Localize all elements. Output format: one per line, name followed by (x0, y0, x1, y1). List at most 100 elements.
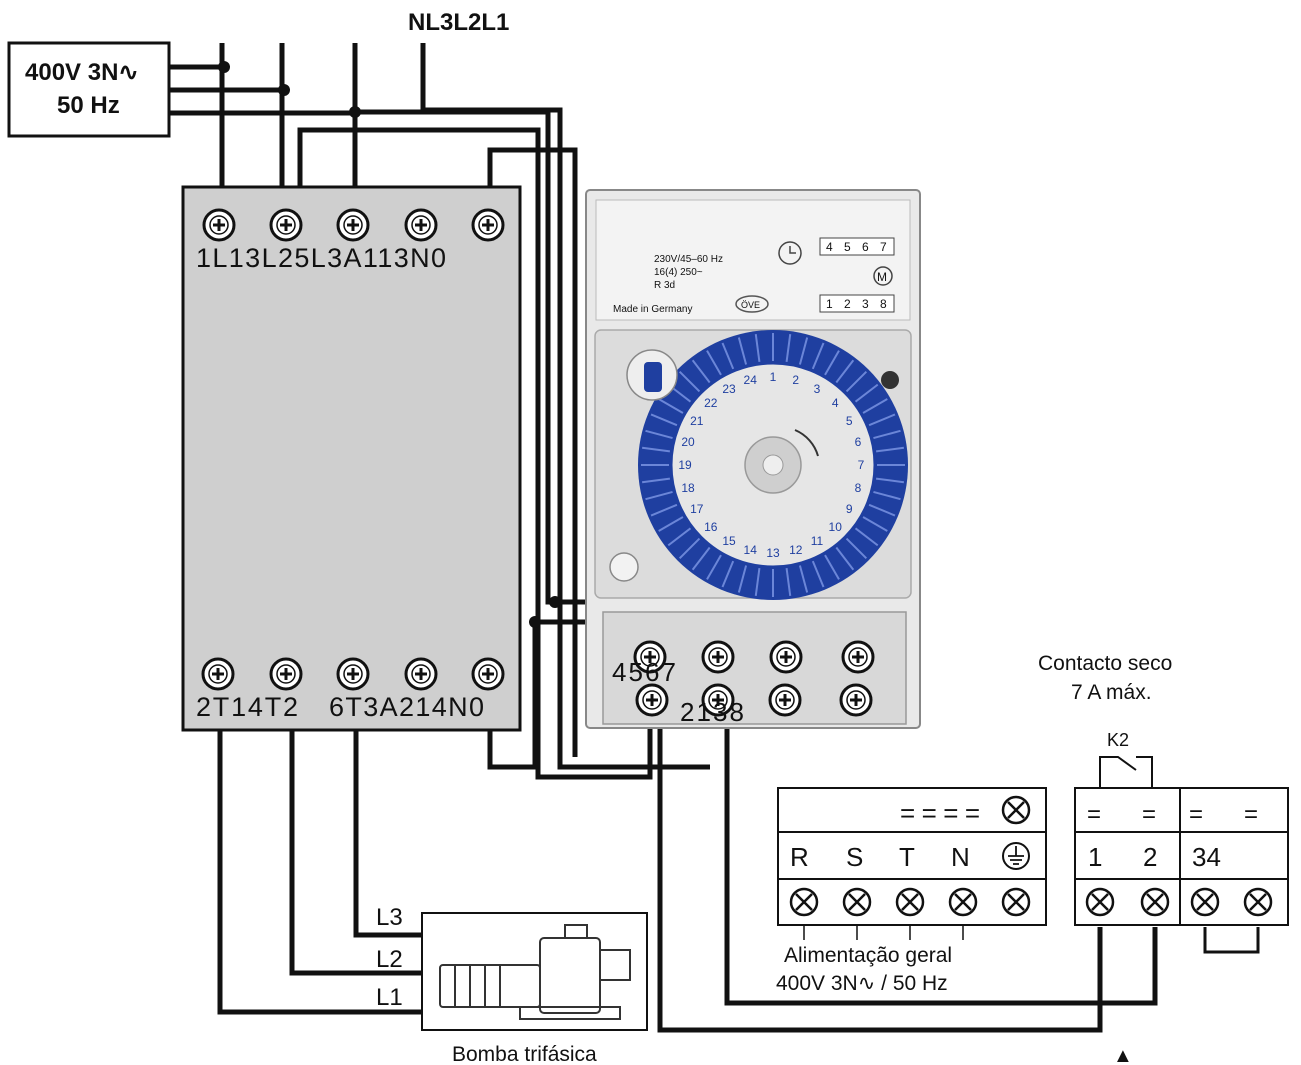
dial-segment[interactable] (706, 350, 722, 376)
dial-segment[interactable] (678, 537, 701, 560)
controller-top-screw (1001, 795, 1031, 825)
dial-number: 6 (855, 435, 862, 449)
dial-segment[interactable] (667, 527, 692, 547)
dial-segment[interactable] (721, 342, 735, 370)
dial-segment[interactable] (650, 413, 678, 427)
dial-segment[interactable] (835, 546, 855, 571)
relay-k2-label: K2 (1107, 730, 1129, 750)
timer-terminal-1 (635, 683, 669, 717)
dial-number: 4 (832, 396, 839, 410)
controller-caption-line1: Alimentação geral (784, 944, 952, 967)
dial-segment[interactable] (645, 429, 673, 440)
dry-contact-block: Contacto seco 7 A máx. K2 = = = = 1 2 34 (1038, 652, 1289, 926)
dial-segment[interactable] (737, 565, 748, 593)
controller-label-t: T (899, 842, 915, 872)
dial-segment[interactable] (785, 333, 792, 363)
screw-3L2 (269, 208, 303, 242)
dial-segment[interactable] (854, 527, 879, 547)
dial-segment[interactable] (862, 516, 888, 532)
dial-segment[interactable] (845, 537, 868, 560)
dial-segment[interactable] (737, 337, 748, 365)
dial-segment[interactable] (798, 337, 809, 365)
dial-segment[interactable] (641, 446, 671, 453)
screw-A2 (404, 657, 438, 691)
motor-icon: M (873, 266, 893, 286)
dial-segment[interactable] (875, 477, 905, 484)
supply-box: 400V 3N∿ 50 Hz (7, 41, 171, 138)
dial-segment[interactable] (721, 560, 735, 588)
controller-screw-r (789, 887, 819, 917)
dial-segment[interactable] (868, 413, 896, 427)
svg-text:3: 3 (862, 297, 869, 311)
dial-number: 1 (770, 370, 777, 384)
dial-segment[interactable] (868, 503, 896, 517)
dry-contact-screw-2 (1140, 887, 1170, 917)
timer-terminal-7 (841, 640, 875, 674)
pump-title: Bomba trifásica (452, 1043, 597, 1065)
dial-segment[interactable] (811, 342, 825, 370)
dial-segment[interactable] (873, 490, 901, 501)
svg-text:2: 2 (844, 297, 851, 311)
dial-segment[interactable] (754, 333, 761, 363)
dial-segment[interactable] (811, 560, 825, 588)
timer-rating-line3: R 3d (654, 280, 675, 291)
dial-segment[interactable] (875, 446, 905, 453)
svg-text:8: 8 (880, 297, 887, 311)
timer-terminal-8 (839, 683, 873, 717)
dry-contact-label-34: 34 (1192, 842, 1221, 872)
contactor-top-terminal-label: 1L13L25L3A113N0 (196, 243, 446, 273)
dial-segment[interactable] (658, 398, 684, 414)
dial-segment[interactable] (845, 370, 868, 393)
contactor: 1L13L25L3A113N0 2T14T2 6T3A214N0 (181, 185, 522, 732)
timer-upper-number-boxes: 4 5 6 7 (819, 237, 895, 256)
dry-contact-screw-3 (1190, 887, 1220, 917)
dial-segment[interactable] (706, 554, 722, 580)
dial-segment[interactable] (862, 398, 888, 414)
dial-segment[interactable] (678, 370, 701, 393)
pump: L3 L2 L1 Bomba trifásica (376, 904, 648, 1065)
screw-14N0 (471, 657, 505, 691)
supply-frequency-label: 50 Hz (57, 92, 120, 119)
controller-screw-s (842, 887, 872, 917)
dry-contact-label-1: 1 (1088, 842, 1102, 872)
dial-segment[interactable] (754, 567, 761, 597)
dial-segment[interactable] (658, 516, 684, 532)
timer-made-in: Made in Germany (613, 304, 692, 315)
dry-contact-label-2: 2 (1143, 842, 1157, 872)
dial-segment[interactable] (835, 359, 855, 384)
controller-label-s: S (846, 842, 863, 872)
dry-contact-title: Contacto seco (1038, 652, 1172, 675)
dial-segments (641, 333, 905, 597)
dry-contact-eq-4: = (1244, 801, 1258, 828)
marker-triangle-icon: ▲ (1113, 1045, 1133, 1065)
timer-switch: 230V/45–60 Hz 16(4) 250~ R 3d Made in Ge… (585, 189, 921, 729)
dial-segment[interactable] (873, 429, 901, 440)
override-switch[interactable] (626, 349, 678, 401)
dial-segment[interactable] (641, 477, 671, 484)
dial-number: 21 (690, 414, 704, 428)
controller-label-n: N (951, 842, 970, 872)
dry-contact-screw-1 (1085, 887, 1115, 917)
clock-symbol-icon (778, 241, 802, 265)
dial-segment[interactable] (691, 546, 711, 571)
svg-text:1: 1 (826, 297, 833, 311)
dial-segment[interactable] (798, 565, 809, 593)
dial-segment[interactable] (824, 350, 840, 376)
dial-segment[interactable] (645, 490, 673, 501)
dial-segment[interactable] (691, 359, 711, 384)
timer-terminal-5 (701, 640, 735, 674)
setting-button[interactable] (609, 552, 639, 582)
earth-icon (1002, 842, 1030, 870)
dial-segment[interactable] (824, 554, 840, 580)
dial-number: 14 (744, 543, 758, 557)
screw-2T1 (201, 657, 235, 691)
dial-number: 7 (858, 458, 865, 472)
controller-label-r: R (790, 842, 809, 872)
reference-pin-icon (881, 371, 899, 389)
dial-segment[interactable] (785, 567, 792, 597)
dial-segment[interactable] (650, 503, 678, 517)
pump-phase-l3: L3 (376, 904, 403, 931)
dial-segment[interactable] (854, 383, 879, 403)
